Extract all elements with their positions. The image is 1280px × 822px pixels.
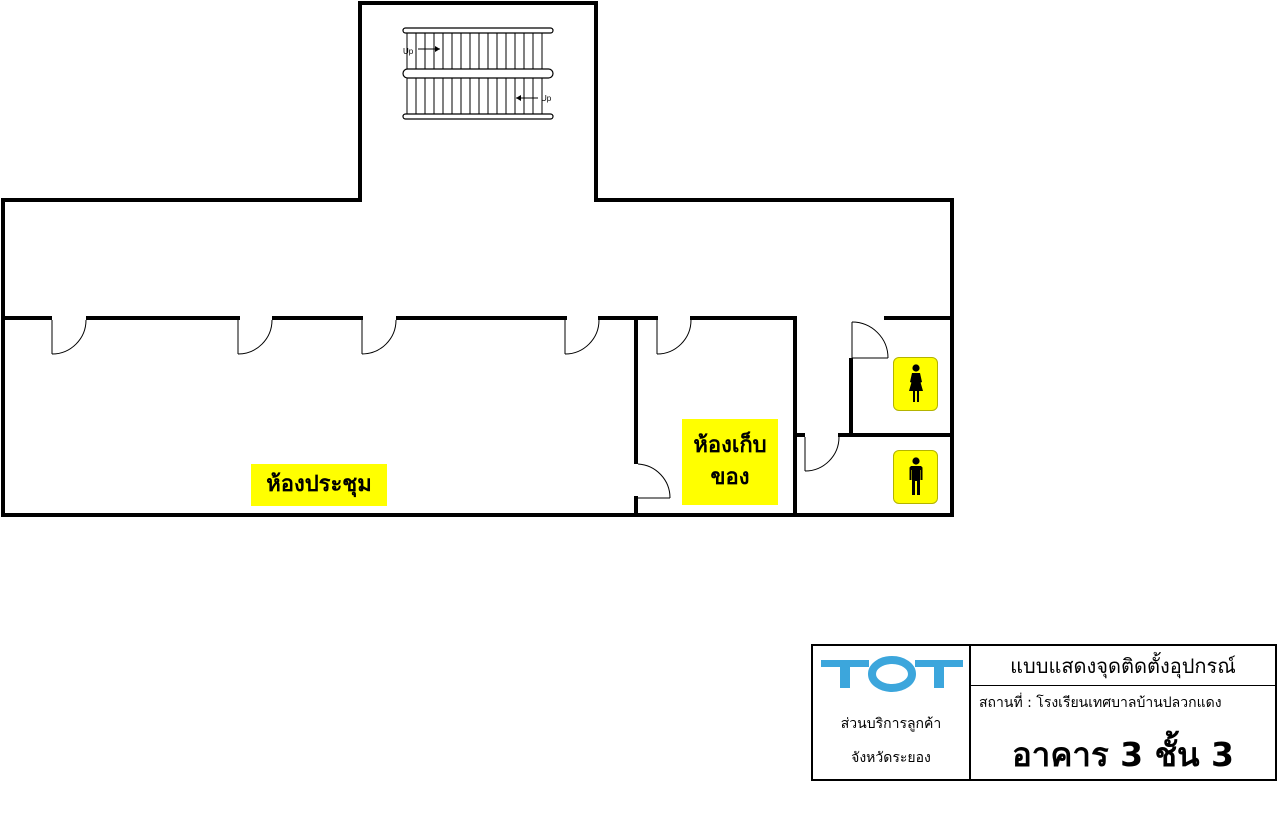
stair-handrail: [402, 68, 554, 79]
door: [361, 319, 397, 355]
title-block-left: ส่วนบริการลูกค้า จังหวัดระยอง: [813, 646, 971, 779]
door: [564, 319, 600, 355]
stair-handrail: [402, 113, 554, 120]
title-block-right: แบบแสดงจุดติดตั้งอุปกรณ์ สถานที่ : โรงเร…: [971, 646, 1275, 779]
male-restroom-sign: [893, 450, 938, 504]
outer-wall: [1, 1, 954, 517]
door: [637, 463, 671, 499]
stair-handrail: [402, 27, 554, 34]
storage-room-label-line1: ห้องเก็บ: [693, 433, 767, 459]
door: [804, 436, 840, 472]
drawing-heading: แบบแสดงจุดติดตั้งอุปกรณ์: [971, 646, 1275, 686]
door: [656, 319, 692, 355]
meeting-room-label: ห้องประชุม: [251, 464, 387, 506]
stair-up-label: Up: [403, 47, 414, 56]
female-toilet-icon: [908, 364, 923, 402]
tot-logo: [821, 656, 963, 692]
door: [237, 319, 273, 355]
staircase: [402, 27, 554, 120]
building-floor-text: อาคาร 3 ชั้น 3: [1011, 735, 1235, 774]
female-restroom-sign: [893, 357, 938, 411]
department-line1: ส่วนบริการลูกค้า: [840, 716, 942, 732]
door: [51, 319, 87, 355]
stair-direction-arrow: [516, 95, 538, 101]
stair-direction-arrow: [418, 46, 440, 52]
door: [851, 321, 889, 359]
male-toilet-icon: [909, 457, 922, 495]
storage-room-label: ห้องเก็บ ของ: [682, 419, 778, 505]
department-line2: จังหวัดระยอง: [851, 750, 931, 766]
title-block: ส่วนบริการลูกค้า จังหวัดระยอง แบบแสดงจุด…: [811, 644, 1277, 781]
storage-room-label-line2: ของ: [710, 465, 750, 490]
location-text: สถานที่ : โรงเรียนเทศบาลบ้านปลวกแดง: [979, 695, 1222, 711]
stair-up-label: Up: [541, 94, 552, 103]
